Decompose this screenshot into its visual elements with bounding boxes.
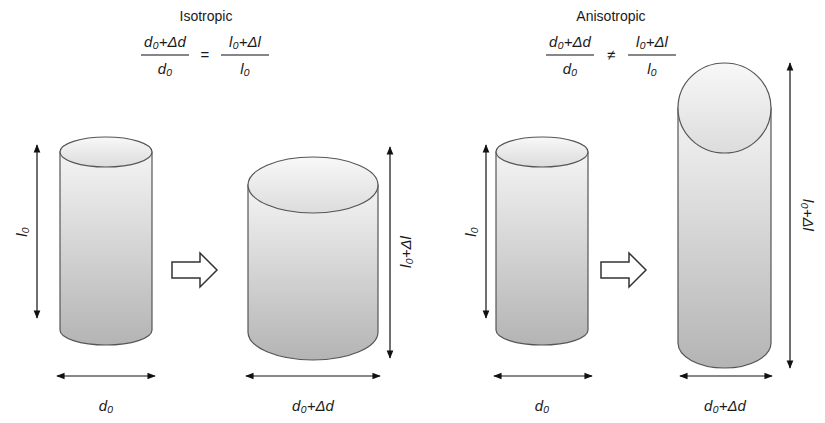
formula-term: d₀+Δd bbox=[144, 33, 186, 51]
fraction-bar bbox=[628, 54, 676, 55]
formula-term: l₀+Δl bbox=[636, 33, 668, 51]
cylinder-top bbox=[678, 63, 771, 153]
dimension-line bbox=[789, 63, 790, 368]
block-arrow bbox=[172, 253, 217, 287]
formula-term: d₀ bbox=[563, 60, 578, 78]
dimension-label: d₀+Δd bbox=[292, 397, 334, 415]
formula-term: l₀ bbox=[647, 60, 657, 78]
dimension-label: d₀ bbox=[99, 397, 114, 415]
cylinder-body bbox=[60, 152, 152, 345]
dimension-label: l₀ bbox=[462, 227, 480, 237]
dimension-line bbox=[494, 375, 592, 376]
fraction-bar bbox=[546, 54, 594, 55]
heading: Anisotropic bbox=[576, 7, 645, 25]
fraction-bar bbox=[221, 54, 269, 55]
dimension-lines bbox=[37, 63, 790, 376]
dimension-label: d₀+Δd bbox=[704, 397, 746, 415]
dimension-line bbox=[680, 375, 772, 376]
cylinder-top bbox=[496, 137, 588, 167]
dimension-line bbox=[485, 145, 486, 318]
formula-operator: = bbox=[201, 46, 210, 64]
dimension-label: l₀ bbox=[13, 227, 31, 237]
block-arrow bbox=[601, 253, 646, 287]
heading: Isotropic bbox=[180, 7, 233, 25]
formula-term: l₀ bbox=[240, 60, 250, 78]
formula-term: d₀+Δd bbox=[549, 33, 591, 51]
cylinder-top bbox=[60, 137, 152, 167]
dimension-label: l₀+Δl bbox=[397, 236, 415, 268]
cylinder-body bbox=[496, 152, 588, 345]
dimension-line bbox=[246, 375, 380, 376]
dimension-line bbox=[389, 147, 390, 358]
formula-term: d₀ bbox=[158, 60, 173, 78]
fraction-bar bbox=[141, 54, 189, 55]
dimension-line bbox=[36, 145, 37, 318]
cylinders bbox=[60, 63, 771, 368]
cylinder-top bbox=[248, 157, 378, 213]
dimension-label: l₀+Δl bbox=[799, 199, 817, 231]
dimension-label: d₀ bbox=[535, 397, 550, 415]
formula-term: l₀+Δl bbox=[229, 33, 261, 51]
fraction-bars bbox=[141, 54, 676, 55]
formula-operator: ≠ bbox=[607, 46, 615, 64]
dimension-line bbox=[57, 375, 155, 376]
